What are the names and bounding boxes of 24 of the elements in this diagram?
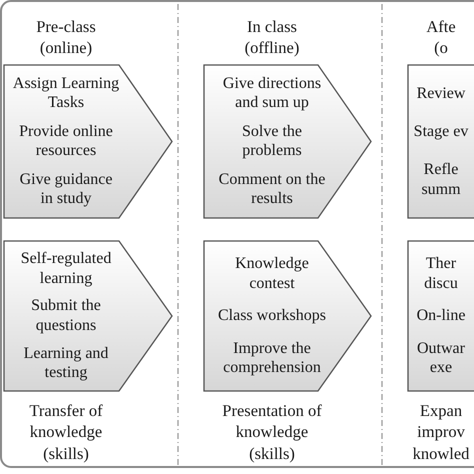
activity-text: Provide online resources xyxy=(18,122,114,161)
activity-text: Improve the comprehension xyxy=(222,338,322,378)
activity-text: Assign Learning Tasks xyxy=(12,74,120,113)
activity-text: Outwar exe xyxy=(416,338,466,378)
activity-text: Class workshops xyxy=(218,306,326,326)
activity-text: Stage ev xyxy=(414,122,468,142)
column-caption: Presentation of knowledge (skills) xyxy=(221,400,323,464)
activity-text: On-line xyxy=(416,306,466,326)
column-caption: Expan improv knowled xyxy=(412,400,470,464)
activity-text: Review xyxy=(416,84,466,104)
activity-text: Submit the questions xyxy=(30,296,102,336)
column-heading: Afte (o xyxy=(425,16,457,59)
column-heading: In class (offline) xyxy=(244,16,300,59)
column-caption: Transfer of knowledge (skills) xyxy=(28,400,104,464)
activity-text: Refle summ xyxy=(420,160,462,200)
activity-text: Learning and testing xyxy=(22,344,110,383)
column-heading: Pre-class (online) xyxy=(35,16,97,59)
activity-text: Self-regulated learning xyxy=(20,249,112,288)
activity-text: Comment on the results xyxy=(218,170,326,209)
activity-text: Ther discu xyxy=(423,254,459,294)
activity-text: Give guidance in study xyxy=(18,170,114,209)
activity-text: Give directions and sum up xyxy=(222,74,322,113)
activity-text: Solve the problems xyxy=(241,122,303,161)
activity-text: Knowledge contest xyxy=(234,254,310,294)
